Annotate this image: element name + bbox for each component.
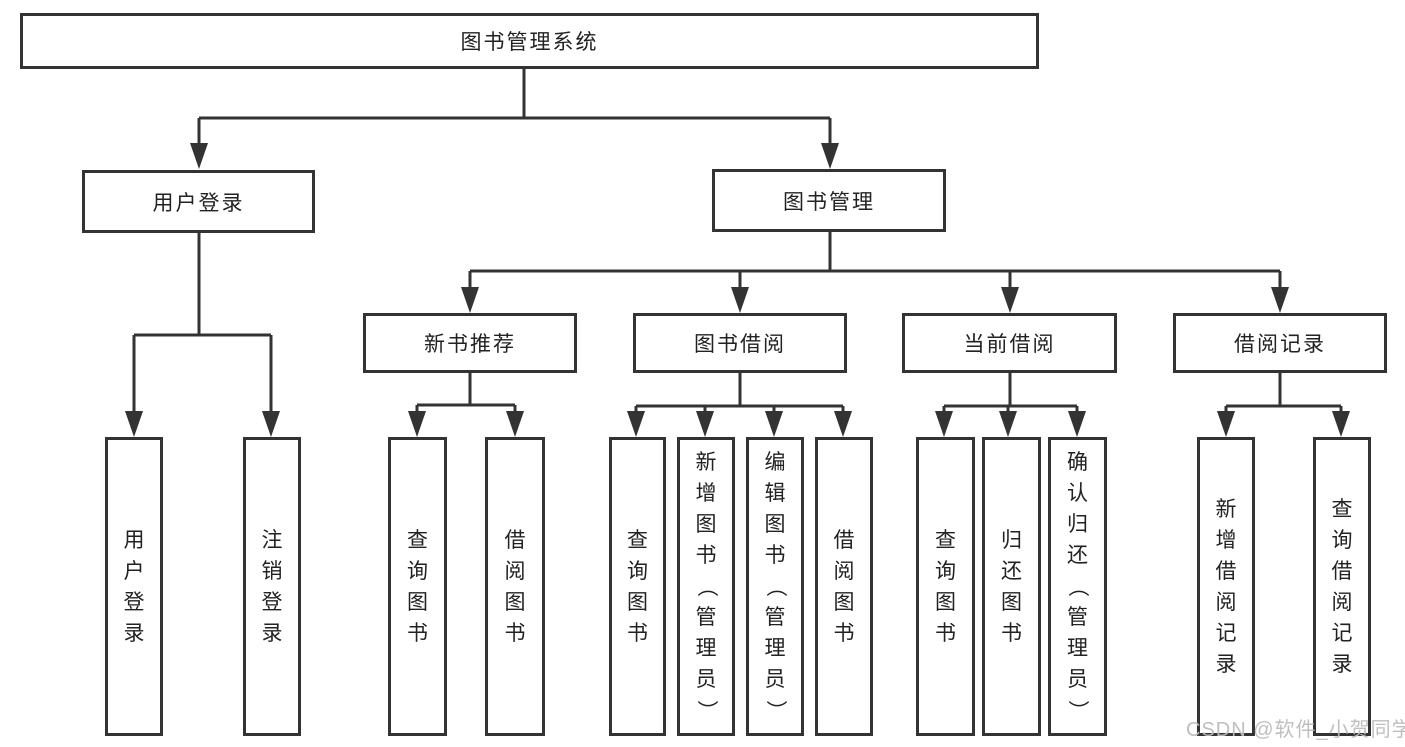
- arrowhead: [821, 143, 839, 169]
- node-current-borrow: 当前借阅: [902, 313, 1117, 373]
- leaf-newbook-borrow-label: 借阅图书: [504, 528, 526, 645]
- leaf-record-add: 新增借阅记录: [1197, 437, 1255, 736]
- leaf-current-confirm-admin: 确认归还（管理员）: [1048, 437, 1107, 736]
- leaf-current-return-label: 归还图书: [1001, 528, 1022, 645]
- leaf-logout-label: 注销登录: [261, 528, 283, 645]
- csdn-watermark: CSDN @软件_小贺同学: [1186, 719, 1405, 741]
- arrowhead: [1332, 411, 1350, 437]
- node-new-book-label: 新书推荐: [424, 333, 516, 356]
- leaf-logout: 注销登录: [243, 437, 301, 736]
- arrowhead: [1217, 411, 1235, 437]
- node-borrow-record-label: 借阅记录: [1234, 333, 1326, 356]
- leaf-current-query: 查询图书: [916, 437, 975, 736]
- node-user-login-label: 用户登录: [152, 191, 245, 215]
- arrowhead: [834, 411, 852, 437]
- arrowhead: [696, 411, 714, 437]
- leaf-borrow-query: 查询图书: [609, 437, 666, 736]
- leaf-borrow-borrow: 借阅图书: [815, 437, 873, 736]
- node-current-borrow-label: 当前借阅: [963, 333, 1056, 356]
- node-book-borrow-label: 图书借阅: [694, 333, 786, 356]
- leaf-current-confirm-admin-label: 确认归还（管理员）: [1066, 451, 1089, 721]
- arrowhead: [999, 411, 1017, 437]
- leaf-record-query-label: 查询借阅记录: [1331, 497, 1353, 676]
- node-new-book: 新书推荐: [363, 313, 577, 373]
- node-book-mgmt: 图书管理: [712, 169, 946, 232]
- arrowhead: [1271, 287, 1289, 313]
- arrowhead: [1068, 411, 1086, 437]
- arrowhead: [262, 411, 280, 437]
- leaf-newbook-query-label: 查询图书: [407, 528, 428, 645]
- arrowhead: [125, 411, 143, 437]
- node-user-login: 用户登录: [82, 170, 315, 233]
- arrowhead: [461, 287, 479, 313]
- arrowheads-group: [125, 143, 1350, 437]
- leaf-borrow-query-label: 查询图书: [627, 528, 648, 645]
- leaf-current-return: 归还图书: [982, 437, 1041, 736]
- node-root-label: 图书管理系统: [460, 31, 599, 54]
- leaf-borrow-edit-admin: 编辑图书（管理员）: [746, 437, 804, 736]
- leaf-borrow-add-admin: 新增图书（管理员）: [677, 437, 735, 736]
- arrowhead: [935, 411, 953, 437]
- arrowhead: [506, 411, 524, 437]
- arrowhead: [731, 287, 749, 313]
- leaf-user-login-label: 用户登录: [123, 528, 145, 645]
- leaf-borrow-borrow-label: 借阅图书: [833, 528, 855, 645]
- leaf-borrow-edit-admin-label: 编辑图书（管理员）: [763, 451, 787, 721]
- arrowhead: [765, 411, 783, 437]
- arrowhead: [627, 411, 645, 437]
- node-book-borrow: 图书借阅: [633, 313, 847, 373]
- node-root: 图书管理系统: [20, 13, 1039, 69]
- leaf-newbook-borrow: 借阅图书: [485, 437, 545, 736]
- leaf-newbook-query: 查询图书: [388, 437, 447, 736]
- arrowhead: [190, 143, 208, 169]
- arrowhead: [1001, 287, 1019, 313]
- leaf-user-login: 用户登录: [105, 437, 163, 736]
- leaf-current-query-label: 查询图书: [935, 528, 956, 645]
- arrowhead: [408, 411, 426, 437]
- node-borrow-record: 借阅记录: [1173, 313, 1387, 373]
- node-book-mgmt-label: 图书管理: [783, 190, 875, 214]
- leaf-borrow-add-admin-label: 新增图书（管理员）: [694, 451, 718, 721]
- leaf-record-query: 查询借阅记录: [1313, 437, 1371, 736]
- leaf-record-add-label: 新增借阅记录: [1215, 497, 1237, 676]
